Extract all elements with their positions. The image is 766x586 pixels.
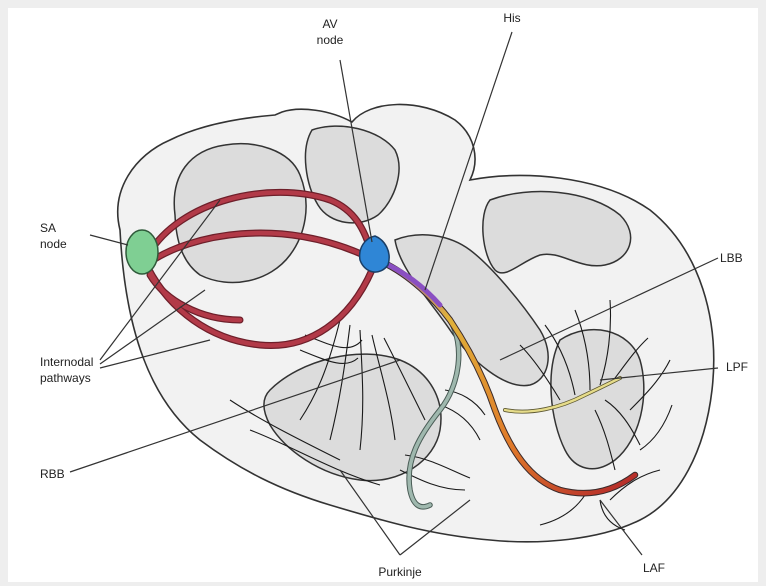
sa-node-label-line2: node [40,237,67,251]
internodal-label-line1: Internodal [40,355,93,369]
lbb-label: LBB [720,251,743,265]
av-node-label-line2: node [317,33,344,47]
purkinje-label: Purkinje [378,565,422,579]
sa-node-label-line1: SA [40,221,56,235]
lpf-label: LPF [726,360,748,374]
internodal-label-line2: pathways [40,371,91,385]
laf-label: LAF [643,561,665,575]
his-label: His [503,11,520,25]
av-node-label-line1: AV [322,17,337,31]
rbb-label: RBB [40,467,65,481]
sa-node [126,230,158,274]
left-atrium [305,126,399,223]
